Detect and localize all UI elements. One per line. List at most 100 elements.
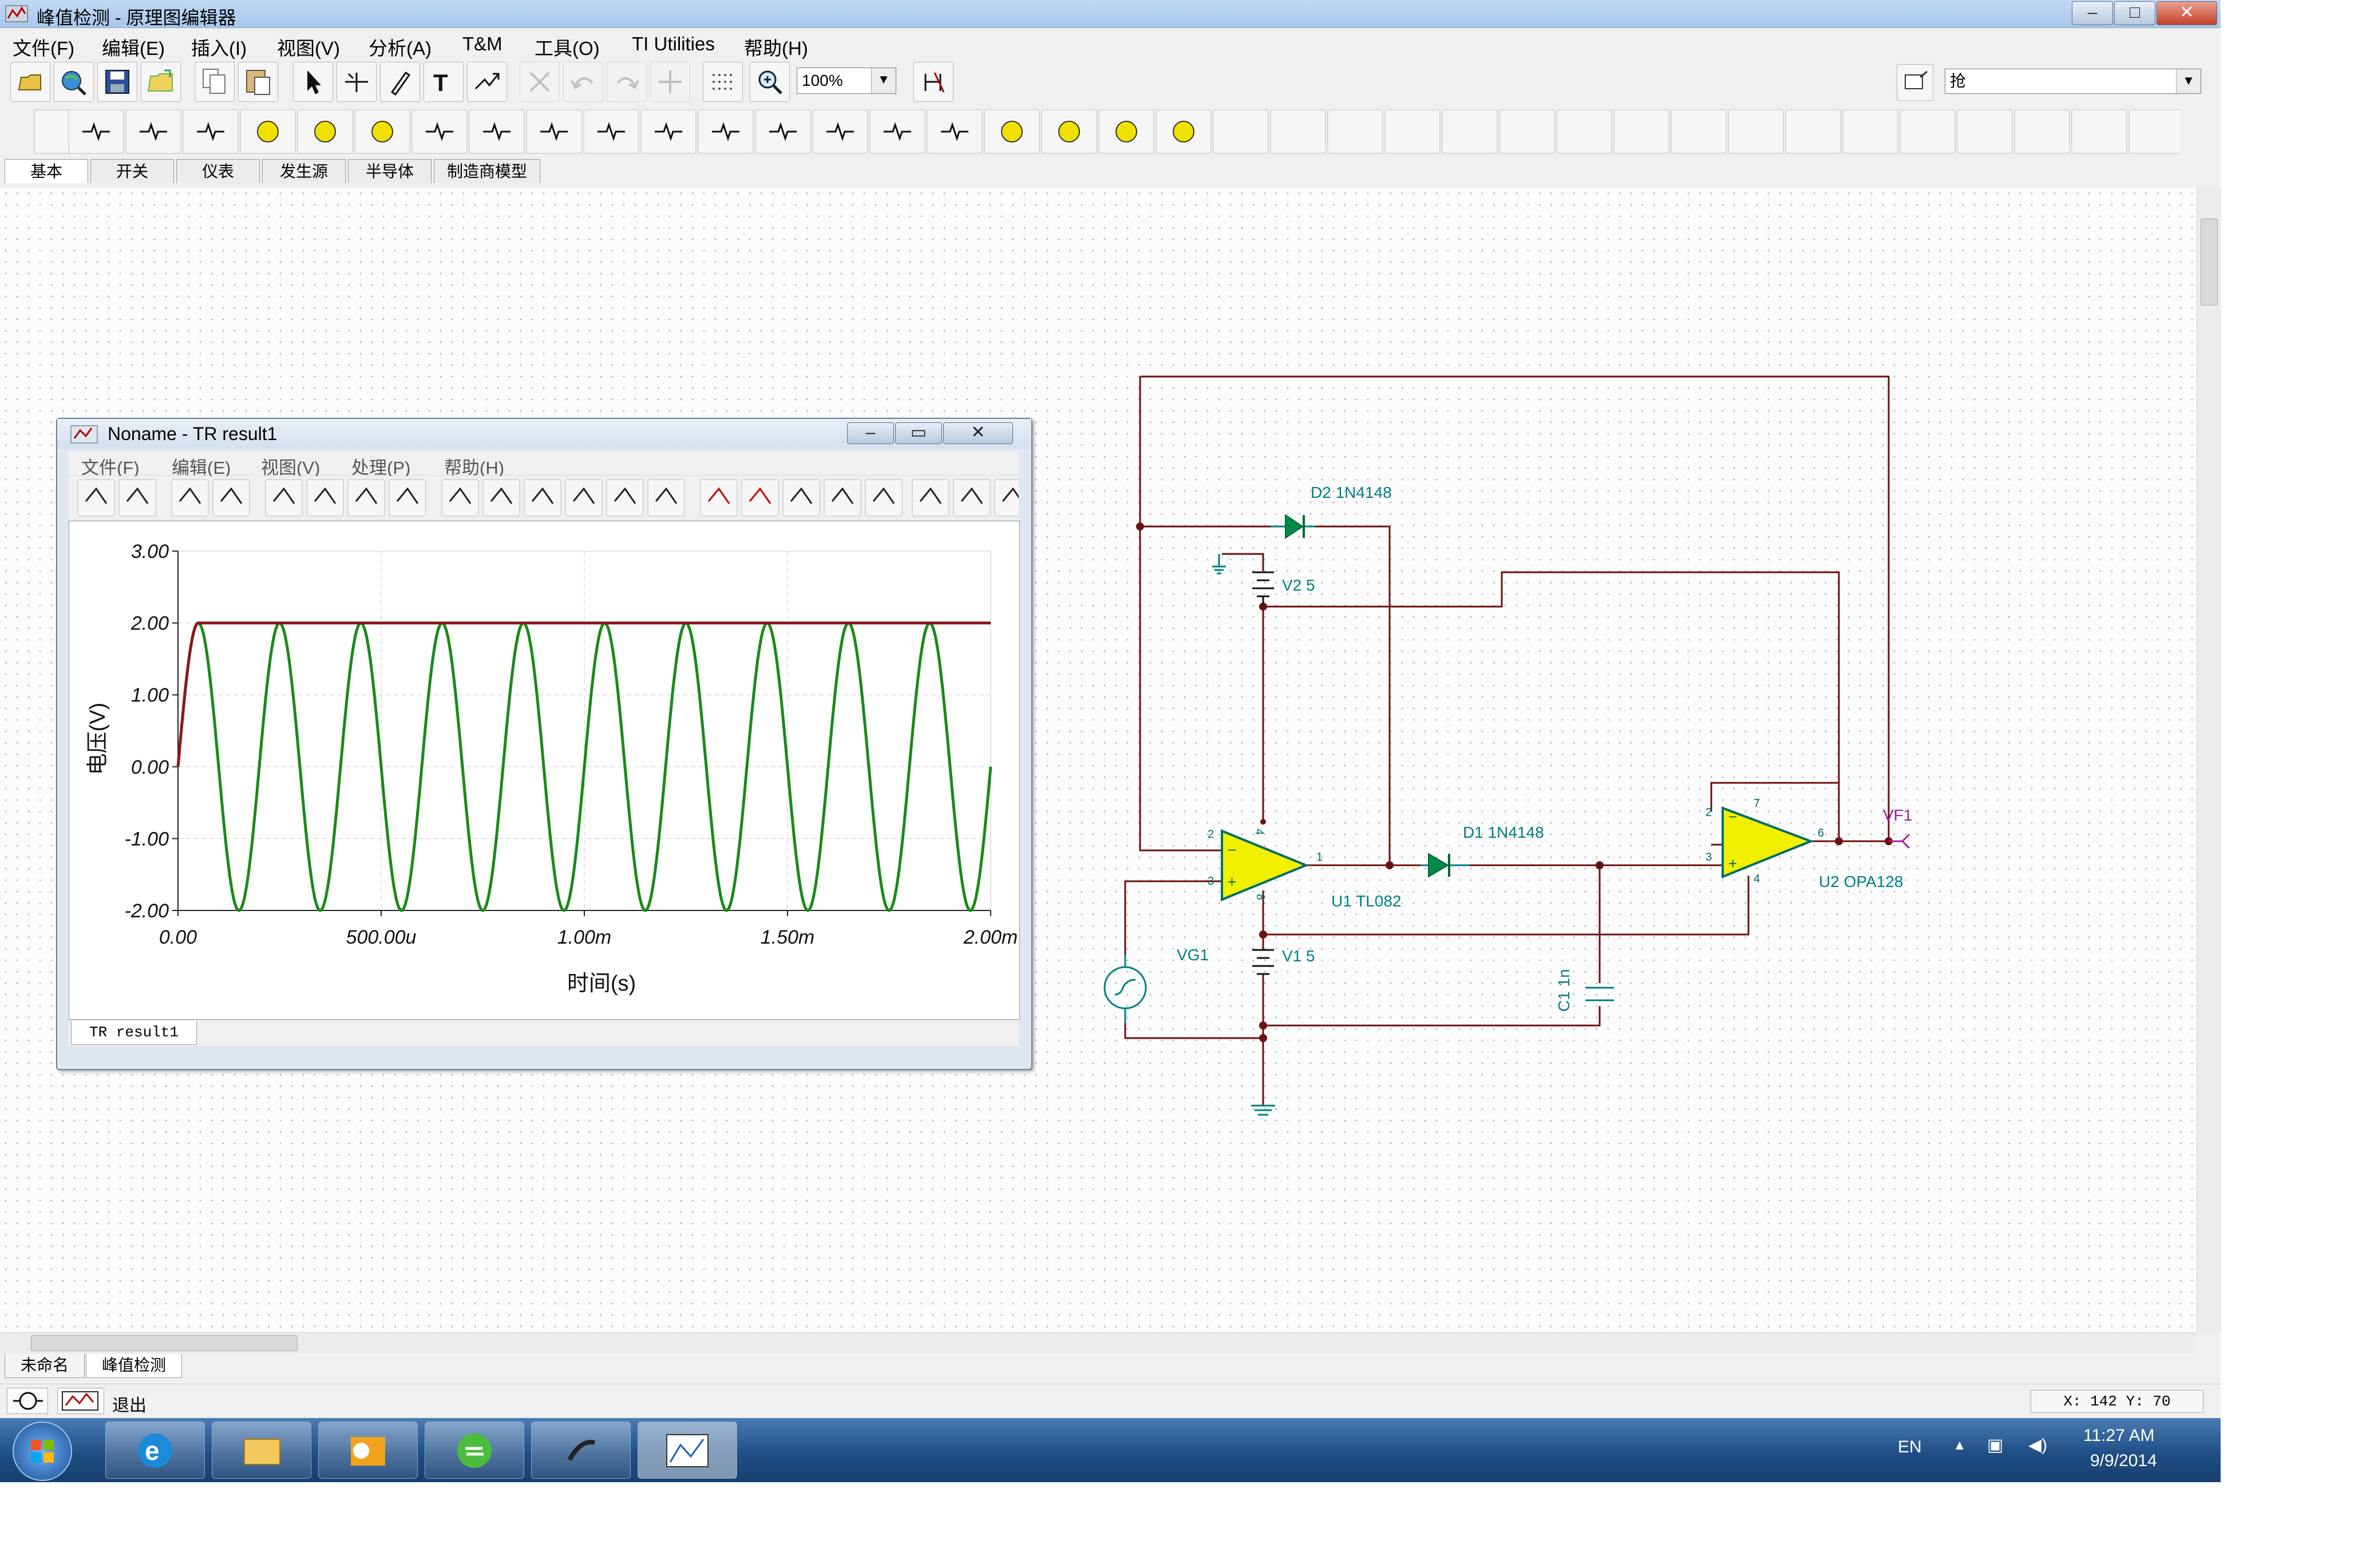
- zoom-icon[interactable]: [750, 62, 790, 102]
- tray-language[interactable]: EN: [1898, 1438, 1922, 1456]
- empty-palette-slot[interactable]: [1327, 109, 1383, 154]
- menu-insert[interactable]: 插入(I): [191, 38, 247, 59]
- zoom-100-button[interactable]: [347, 479, 385, 517]
- wire-icon[interactable]: [337, 62, 377, 102]
- graph-tab-tr-result[interactable]: TR result1: [71, 1021, 197, 1045]
- empty-palette-slot[interactable]: [1728, 109, 1784, 154]
- maximize-button[interactable]: □: [2114, 1, 2155, 25]
- horizontal-scrollbar[interactable]: [0, 1332, 2197, 1353]
- battery-v2[interactable]: [1212, 554, 1274, 605]
- taskbar-sync[interactable]: [425, 1422, 524, 1479]
- taskbar-tina[interactable]: [638, 1422, 737, 1479]
- step-button[interactable]: [865, 479, 903, 517]
- graph-maximize-button[interactable]: ▭: [895, 422, 942, 444]
- menu-file[interactable]: 文件(F): [13, 38, 75, 59]
- empty-palette-slot[interactable]: [1900, 109, 1956, 154]
- empty-palette-slot[interactable]: [1957, 109, 2013, 154]
- empty-palette-slot[interactable]: [1213, 109, 1269, 154]
- menu-analysis[interactable]: 分析(A): [369, 38, 432, 59]
- chart-mode-icon[interactable]: [57, 1388, 104, 1414]
- graph-minimize-button[interactable]: –: [847, 422, 894, 444]
- empty-palette-slot[interactable]: [2014, 109, 2070, 154]
- trace-button[interactable]: [782, 479, 820, 517]
- volume-icon[interactable]: ◀): [2028, 1436, 2048, 1455]
- cursor-b-button[interactable]: [741, 479, 779, 517]
- part-tab-meters[interactable]: 仪表: [176, 159, 260, 183]
- graph-menu-process[interactable]: 处理(P): [351, 458, 411, 478]
- menu-view[interactable]: 视图(V): [277, 38, 340, 59]
- taskbar-ie[interactable]: e: [105, 1422, 205, 1479]
- layer-select[interactable]: 抢 ▼: [1945, 69, 2201, 94]
- part-tab-manufacturer-models[interactable]: 制造商模型: [434, 159, 540, 183]
- layer-icon[interactable]: [1897, 64, 1933, 101]
- ellipse-button[interactable]: [647, 479, 685, 517]
- save-button[interactable]: [118, 479, 156, 517]
- arc-tool-button[interactable]: [565, 479, 603, 517]
- marker-button[interactable]: [824, 479, 861, 517]
- junction-icon[interactable]: [650, 62, 690, 102]
- empty-palette-slot[interactable]: [1785, 109, 1841, 154]
- part-tab-basic[interactable]: 基本: [5, 159, 88, 183]
- menu-edit[interactable]: 编辑(E): [102, 38, 165, 59]
- close-button[interactable]: ✕: [2157, 1, 2217, 25]
- diode-d1[interactable]: [1421, 853, 1470, 878]
- empty-palette-slot[interactable]: [1556, 109, 1612, 154]
- grid-icon[interactable]: [703, 62, 743, 102]
- paste-button[interactable]: [212, 479, 250, 517]
- vertical-scrollbar[interactable]: [2197, 188, 2221, 1332]
- zoom-select[interactable]: 100% ▼: [797, 68, 896, 94]
- open-icon[interactable]: [10, 62, 50, 102]
- curve-tool-button[interactable]: [524, 479, 561, 517]
- right-arrow-button[interactable]: [994, 479, 1032, 517]
- opamp-u1[interactable]: − +: [1221, 829, 1309, 901]
- capacitor-c1[interactable]: [1585, 987, 1614, 1001]
- pin-icon[interactable]: [913, 62, 953, 102]
- menu-tm[interactable]: T&M: [462, 33, 503, 54]
- part-tab-switches[interactable]: 开关: [90, 159, 174, 183]
- vertical-scroll-thumb[interactable]: [2201, 219, 2218, 306]
- tray-time[interactable]: 11:27 AM: [2083, 1426, 2155, 1445]
- generator-vg1[interactable]: [1103, 955, 1147, 1023]
- doc-tab-peak-detect[interactable]: 峰值检测: [86, 1354, 182, 1378]
- select-arrow-button[interactable]: [265, 479, 303, 517]
- graph-menu-file[interactable]: 文件(F): [81, 458, 140, 478]
- graph-menu-edit[interactable]: 编辑(E): [172, 458, 231, 478]
- menu-ti-utilities[interactable]: TI Utilities: [632, 33, 715, 54]
- empty-palette-slot[interactable]: [1842, 109, 1898, 154]
- part-tab-semiconductors[interactable]: 半导体: [348, 159, 432, 183]
- open-button[interactable]: [77, 479, 115, 517]
- label-icon[interactable]: [467, 62, 507, 102]
- start-button[interactable]: [13, 1422, 72, 1481]
- copy-icon[interactable]: [195, 62, 235, 102]
- menu-tools[interactable]: 工具(O): [535, 38, 600, 59]
- taskbar-explorer[interactable]: [212, 1422, 311, 1479]
- cursor-a-button[interactable]: [700, 479, 738, 517]
- doc-tab-untitled[interactable]: 未命名: [5, 1354, 85, 1378]
- zoom-in-button[interactable]: [306, 479, 344, 517]
- empty-palette-slot[interactable]: [1671, 109, 1727, 154]
- text-icon[interactable]: T: [424, 62, 464, 102]
- diode-d2[interactable]: [1271, 514, 1315, 539]
- tray-show-hidden-icon[interactable]: ▲: [1953, 1438, 1967, 1453]
- part-tab-sources[interactable]: 发生源: [262, 159, 346, 183]
- delete-icon[interactable]: [520, 62, 560, 102]
- paste-icon[interactable]: [238, 62, 278, 102]
- network-icon[interactable]: ▣: [1987, 1436, 2004, 1455]
- copy-button[interactable]: [171, 479, 209, 517]
- empty-palette-slot[interactable]: [2071, 109, 2127, 154]
- exit-label[interactable]: 退出: [112, 1396, 147, 1415]
- pen-icon[interactable]: [380, 62, 420, 102]
- grid-button[interactable]: [389, 479, 426, 517]
- select-arrow-icon[interactable]: [293, 62, 333, 102]
- up-down-button[interactable]: [953, 479, 991, 517]
- undo-icon[interactable]: [563, 62, 603, 102]
- minimize-button[interactable]: –: [2072, 1, 2113, 25]
- menu-help[interactable]: 帮助(H): [744, 38, 808, 59]
- empty-palette-slot[interactable]: [1613, 109, 1669, 154]
- open-folder-icon[interactable]: [141, 62, 181, 102]
- graph-menu-view[interactable]: 视图(V): [261, 458, 321, 478]
- save-icon[interactable]: [97, 62, 137, 102]
- redo-icon[interactable]: [607, 62, 647, 102]
- empty-palette-slot[interactable]: [1270, 109, 1326, 154]
